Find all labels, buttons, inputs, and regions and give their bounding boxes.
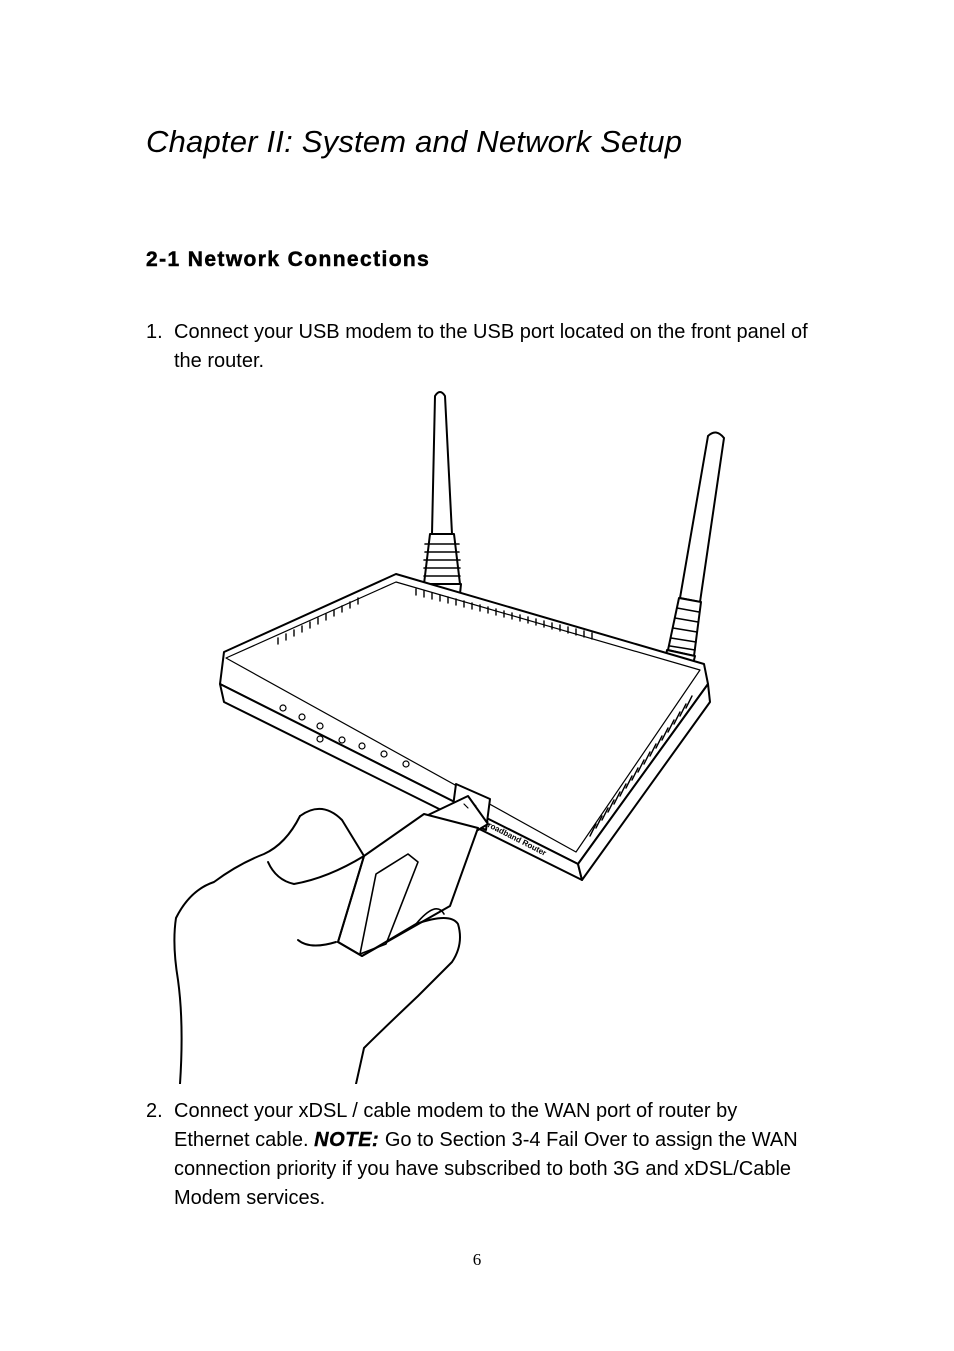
step-2-text-after-note: Go to Section 3-4 Fail Over to assign th… (174, 1129, 798, 1209)
router-body: 3G Broadband Router (219, 573, 711, 881)
chapter-title: Chapter II: System and Network Setup (146, 124, 683, 159)
page-number: 6 (472, 1250, 482, 1269)
step-1-number: 1. (146, 321, 163, 343)
step-1: 1. Connect your USB modem to the USB por… (146, 318, 816, 376)
step-2: 2. Connect your xDSL / cable modem to th… (146, 1097, 816, 1213)
router-usb-modem-illustration: 3G Broadband Router (173, 391, 725, 1084)
step-2-text: Connect your xDSL / cable modem to the W… (174, 1097, 816, 1213)
right-antenna (664, 431, 725, 669)
section-title: 2-1 Network Connections (146, 248, 431, 272)
left-antenna (422, 391, 462, 595)
step-1-text: Connect your USB modem to the USB port l… (174, 321, 808, 372)
usb-modem (337, 795, 489, 957)
note-label: NOTE: (314, 1129, 380, 1151)
step-2-number: 2. (146, 1100, 163, 1122)
hand (173, 808, 461, 1084)
step-2-text-before-note: Connect your xDSL / cable modem to the W… (174, 1100, 738, 1151)
